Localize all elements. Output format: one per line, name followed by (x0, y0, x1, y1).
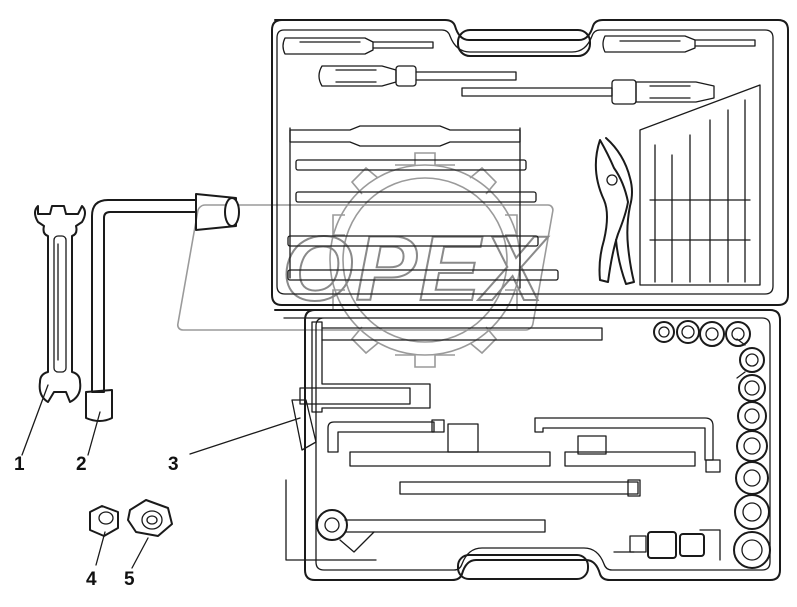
callout-5: 5 (124, 569, 135, 590)
l-box-wrench (85, 193, 240, 422)
callout-3: 3 (168, 454, 179, 475)
watermark: OPEX (176, 152, 554, 368)
case-base (274, 309, 781, 581)
callout-4: 4 (86, 569, 97, 590)
socket-set (653, 320, 771, 569)
lid-handle (457, 29, 591, 57)
open-end-wrench (34, 205, 86, 403)
nut-small (89, 505, 119, 537)
blade-set (639, 84, 761, 286)
universal-joint (613, 529, 721, 561)
lid-bars (287, 125, 559, 289)
screwdriver-3 (318, 65, 517, 87)
wrench-recess (291, 321, 603, 451)
leader-lines (21, 384, 301, 569)
screwdriver-4 (461, 79, 715, 105)
pliers (594, 137, 635, 285)
watermark-text: OPEX (282, 218, 548, 320)
base-handle (457, 554, 589, 580)
callout-2: 2 (76, 454, 87, 475)
nut-large (127, 499, 173, 537)
ratchet (285, 479, 546, 561)
screwdriver-1 (282, 37, 434, 55)
callout-1: 1 (14, 454, 25, 475)
lbar-set (327, 417, 721, 497)
screwdriver-2 (602, 35, 756, 53)
case-lid (271, 19, 789, 306)
